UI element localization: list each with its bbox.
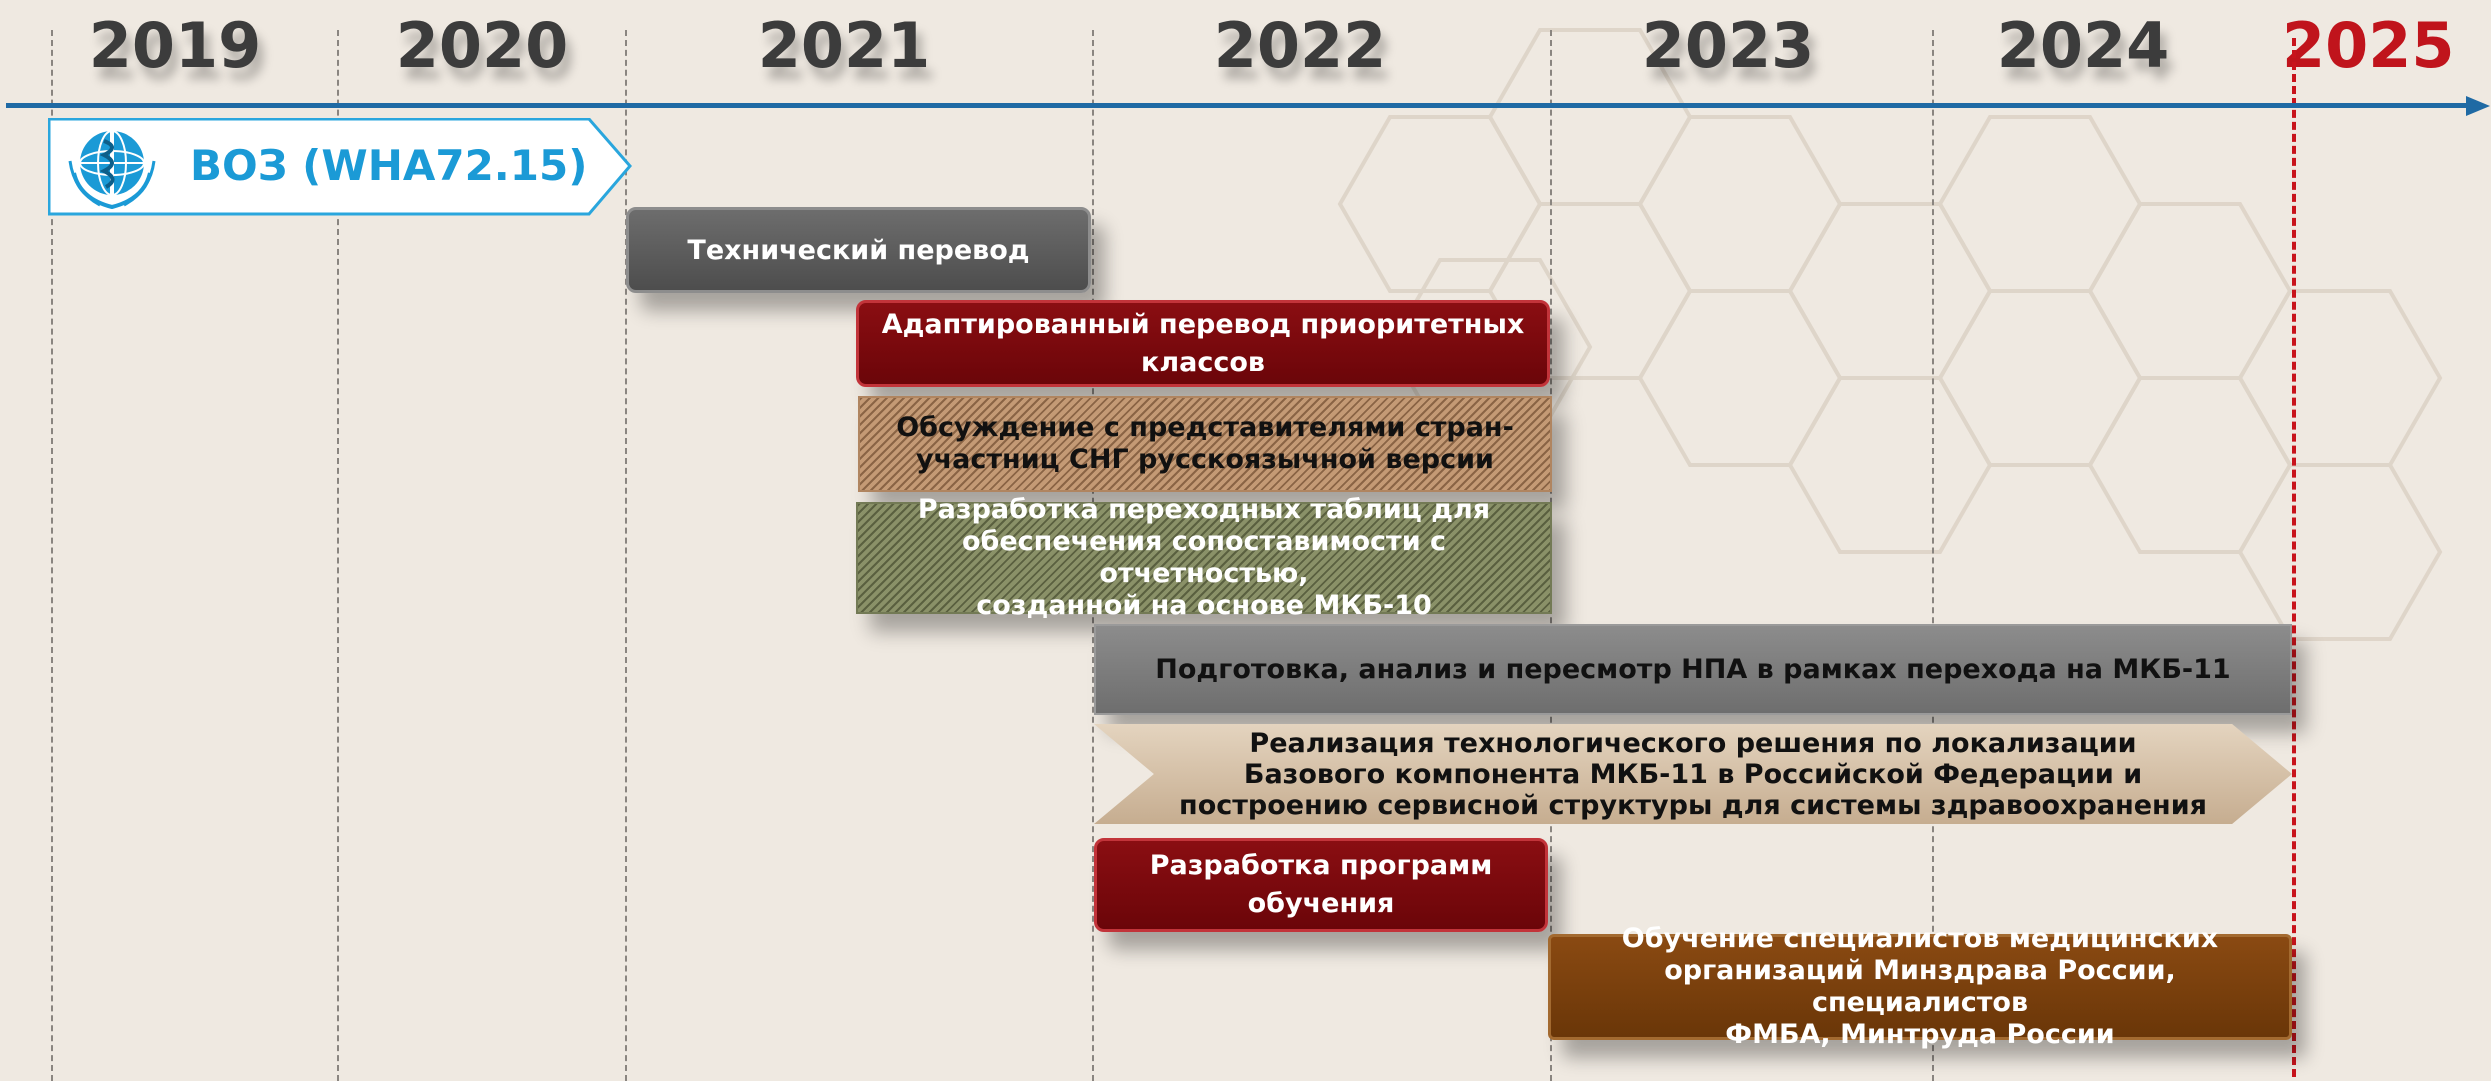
year-label-current: 2025 [2282,9,2455,82]
year-divider [1932,30,1934,1081]
task-technical-translation: Технический перевод [626,207,1091,293]
year-divider [51,30,53,1081]
who-resolution-label: ВОЗ (WHA72.15) [190,141,588,190]
task-training-programs: Разработка программ обучения [1094,838,1548,932]
task-label: Подготовка, анализ и пересмотр НПА в рам… [1155,654,2231,685]
year-divider [625,30,627,1081]
current-year-marker [2292,38,2296,1081]
year-label-2023: 2023 [1641,9,1815,82]
task-label: Адаптированный перевод приоритетных клас… [881,308,1525,378]
year-label-2020: 2020 [395,9,569,82]
task-transition-tables: Разработка переходных таблиц для обеспеч… [856,494,1552,621]
task-label: Реализация технологического решения по л… [1179,727,2207,821]
time-axis [6,103,2476,108]
task-regulations-review: Подготовка, анализ и пересмотр НПА в рам… [1094,624,2292,715]
year-label-2019: 2019 [88,9,262,82]
task-cis-discussion: Обсуждение с представителями стран- учас… [858,396,1552,492]
task-label: Обучение специалистов медицинских органи… [1621,923,2219,1050]
year-label-2021: 2021 [757,9,931,82]
year-divider [337,30,339,1081]
task-label: Обсуждение с представителями стран- учас… [896,412,1514,475]
who-emblem-icon [68,125,156,210]
task-specialist-training: Обучение специалистов медицинских органи… [1548,923,2292,1050]
year-label-2022: 2022 [1213,9,1387,82]
task-adapted-translation: Адаптированный перевод приоритетных клас… [856,300,1550,387]
task-label: Разработка переходных таблиц для обеспеч… [917,494,1491,621]
who-resolution-marker [48,118,630,214]
task-label: Разработка программ обучения [1149,850,1493,919]
task-localization: Реализация технологического решения по л… [1094,724,2292,824]
task-label: Технический перевод [687,234,1030,266]
who-marker-outline [48,118,632,216]
year-label-2024: 2024 [1996,9,2170,82]
axis-arrow-icon [2466,96,2490,116]
